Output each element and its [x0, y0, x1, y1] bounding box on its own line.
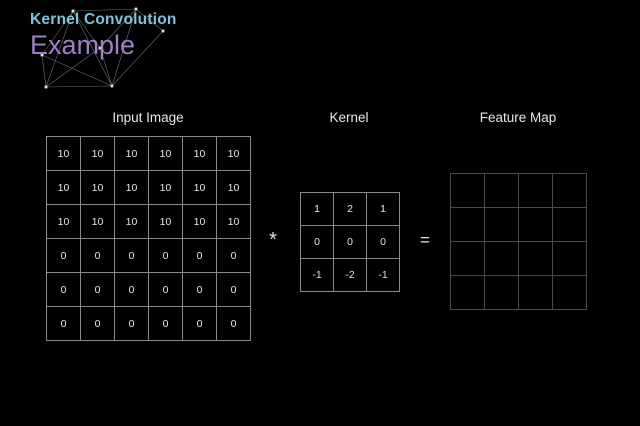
feature-map-cell — [519, 208, 553, 242]
input-image-cell: 10 — [217, 137, 251, 171]
kernel-cell: 0 — [334, 226, 367, 259]
input-image-heading: Input Image — [112, 110, 184, 125]
feature-map-cell — [451, 242, 485, 276]
input-image-cell: 0 — [183, 273, 217, 307]
convolution-operator: * — [269, 229, 277, 251]
kernel-cell: 0 — [301, 226, 334, 259]
input-image-cell: 10 — [47, 205, 81, 239]
page-title: Kernel Convolution — [30, 11, 177, 28]
kernel-cell: -1 — [301, 259, 334, 292]
input-image-cell: 10 — [217, 171, 251, 205]
feature-map-cell — [553, 208, 587, 242]
input-image-cell: 0 — [81, 273, 115, 307]
decoration-node — [110, 84, 114, 88]
decoration-edge — [45, 85, 113, 88]
input-image-cell: 0 — [115, 307, 149, 341]
input-image-cell: 0 — [217, 273, 251, 307]
input-image-cell: 10 — [81, 137, 115, 171]
input-image-cell: 10 — [183, 137, 217, 171]
feature-map-cell — [553, 174, 587, 208]
input-image-cell: 0 — [47, 307, 81, 341]
input-image-cell: 10 — [183, 171, 217, 205]
input-image-cell: 0 — [115, 239, 149, 273]
input-image-cell: 10 — [81, 171, 115, 205]
input-image-cell: 0 — [81, 307, 115, 341]
feature-map-heading: Feature Map — [479, 110, 557, 125]
input-image-cell: 0 — [183, 307, 217, 341]
input-image-cell: 0 — [81, 239, 115, 273]
input-image-cell: 10 — [47, 171, 81, 205]
feature-map-cell — [451, 276, 485, 310]
feature-map-cell — [485, 242, 519, 276]
kernel-cell: 1 — [301, 193, 334, 226]
input-image-cell: 0 — [47, 239, 81, 273]
kernel-cell: 0 — [367, 226, 400, 259]
feature-map-grid — [450, 173, 587, 310]
feature-map-cell — [451, 208, 485, 242]
decoration-node — [44, 85, 48, 89]
feature-map-cell — [485, 276, 519, 310]
decoration-node — [134, 7, 138, 11]
kernel-heading: Kernel — [329, 110, 369, 125]
page-subtitle: Example — [30, 29, 136, 60]
feature-map-cell — [553, 242, 587, 276]
feature-map-cell — [519, 276, 553, 310]
input-image-cell: 10 — [149, 205, 183, 239]
input-image-cell: 0 — [217, 307, 251, 341]
feature-map-cell — [519, 174, 553, 208]
input-image-cell: 0 — [115, 273, 149, 307]
feature-map-cell — [451, 174, 485, 208]
kernel-cell: -1 — [367, 259, 400, 292]
input-image-cell: 10 — [115, 137, 149, 171]
input-image-cell: 10 — [149, 171, 183, 205]
feature-map-cell — [485, 174, 519, 208]
decoration-edge — [41, 54, 113, 87]
input-image-cell: 10 — [183, 205, 217, 239]
input-image-cell: 0 — [149, 273, 183, 307]
input-image-cell: 10 — [115, 171, 149, 205]
input-image-cell: 10 — [149, 137, 183, 171]
input-image-cell: 10 — [115, 205, 149, 239]
input-image-cell: 10 — [81, 205, 115, 239]
feature-map-cell — [519, 242, 553, 276]
input-image-cell: 0 — [149, 307, 183, 341]
input-image-cell: 0 — [183, 239, 217, 273]
kernel-cell: -2 — [334, 259, 367, 292]
input-image-cell: 0 — [217, 239, 251, 273]
input-image-cell: 10 — [217, 205, 251, 239]
equals-operator: = — [420, 230, 430, 250]
decoration-edge — [41, 54, 47, 88]
title-block: Kernel Convolution Example — [30, 12, 350, 59]
input-image-cell: 10 — [47, 137, 81, 171]
input-image-cell: 0 — [149, 239, 183, 273]
kernel-cell: 2 — [334, 193, 367, 226]
kernel-cell: 1 — [367, 193, 400, 226]
input-image-cell: 0 — [47, 273, 81, 307]
feature-map-cell — [553, 276, 587, 310]
feature-map-cell — [485, 208, 519, 242]
